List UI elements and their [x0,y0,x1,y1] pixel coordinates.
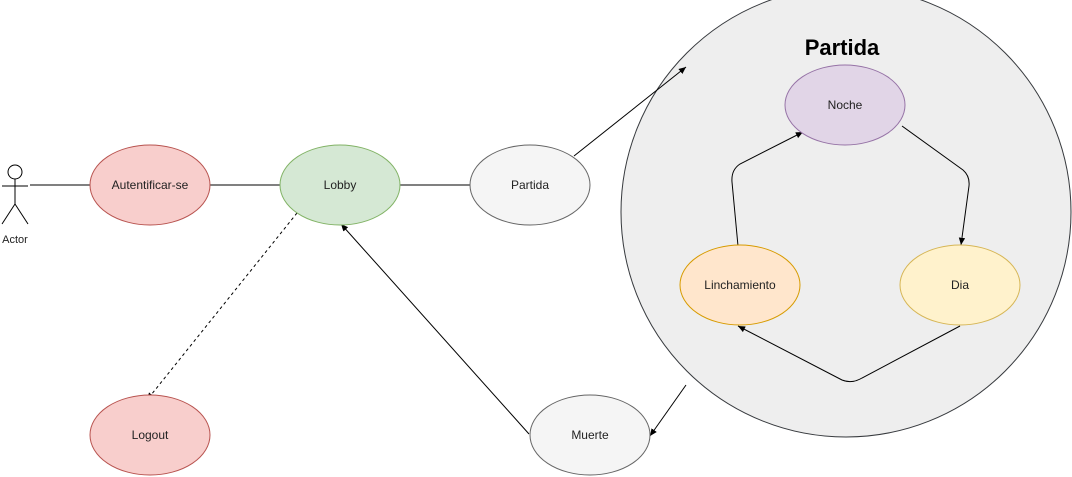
dia-label: Dia [951,278,969,292]
use-case-partida[interactable]: Partida [469,144,591,226]
noche-label: Noche [828,98,863,112]
edge-linchamiento-noche [731,131,804,247]
partida-container: Partida [620,0,1072,438]
dia-ellipse [899,244,1021,326]
lobby-label: Lobby [324,178,357,192]
noche-ellipse [784,64,906,146]
autentificar-ellipse [89,144,211,226]
partida-container-title: Partida [805,35,880,60]
edge-muerte-lobby [340,223,530,435]
lobby-ellipse [279,144,401,226]
logout-ellipse [89,394,211,476]
muerte-ellipse [529,394,651,476]
edge-lobby-logout [146,212,298,401]
actor-label: Actor [2,234,28,246]
linchamiento-ellipse [679,244,801,326]
edge-noche-dia [901,125,970,246]
use-case-linchamiento[interactable]: Linchamiento [679,244,801,326]
use-case-dia[interactable]: Dia [899,244,1021,326]
partida-ellipse [469,144,591,226]
use-case-logout[interactable]: Logout [89,394,211,476]
linchamiento-label: Linchamiento [704,278,776,292]
use-case-lobby[interactable]: Lobby [279,144,401,226]
edge-container-muerte [649,384,687,437]
edge-partida-container [573,66,687,157]
muerte-label: Muerte [571,428,609,442]
partida-label: Partida [511,178,549,192]
logout-label: Logout [132,428,169,442]
edges [30,66,970,437]
use-case-noche[interactable]: Noche [784,64,906,146]
use-case-autentificar[interactable]: Autentificar-se [89,144,211,226]
actor-icon [1,164,29,225]
actor[interactable]: Actor [1,164,29,246]
use-case-muerte[interactable]: Muerte [529,394,651,476]
edge-dia-linchamiento [737,325,961,383]
autentificar-label: Autentificar-se [112,178,189,192]
